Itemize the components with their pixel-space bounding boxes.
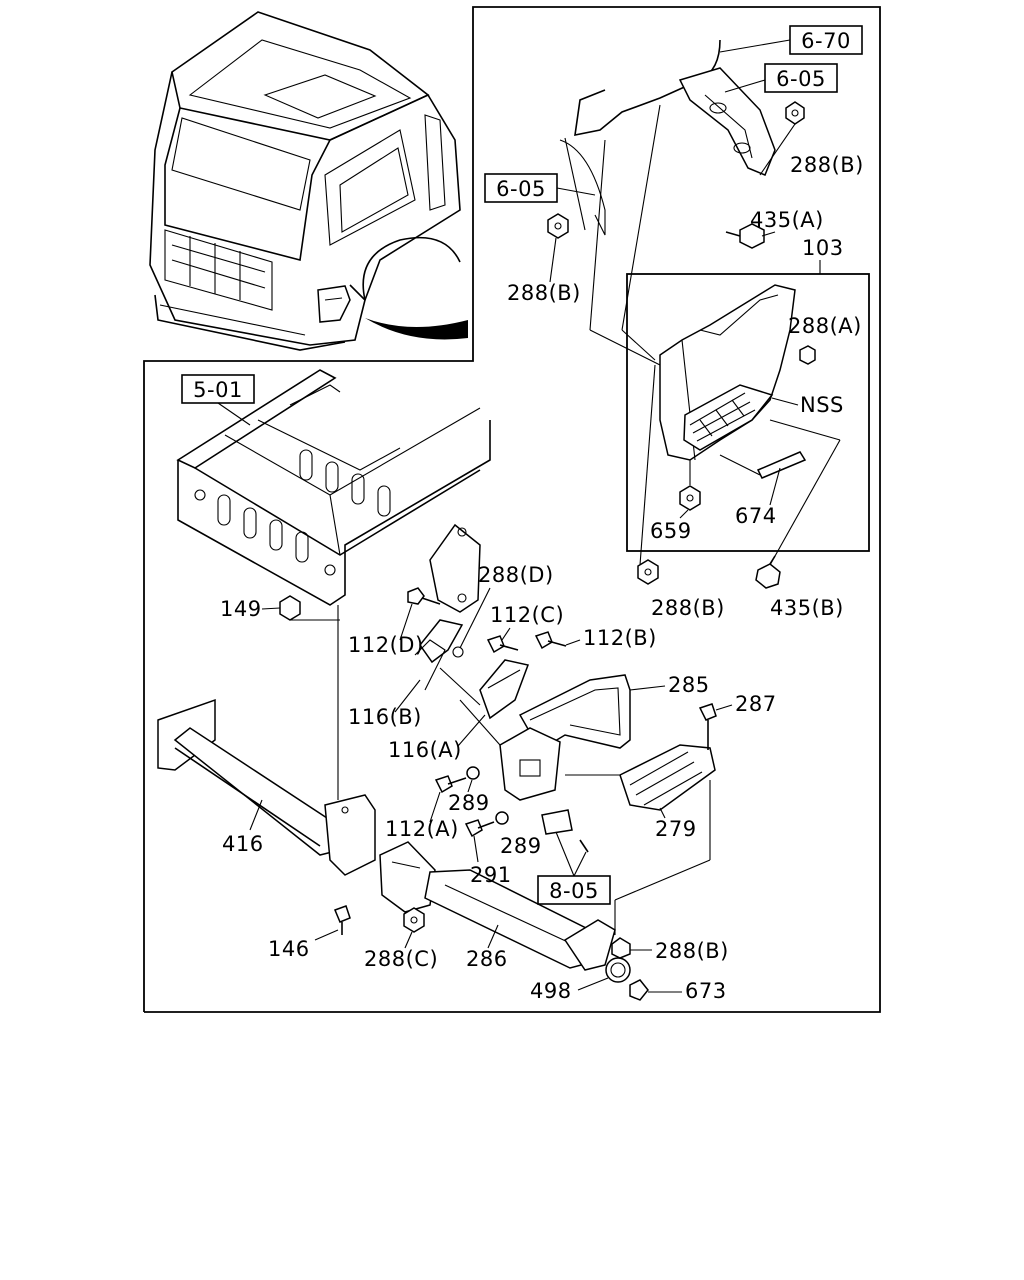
label-288c: 288(C): [364, 947, 438, 971]
label-112d: 112(D): [348, 633, 424, 657]
reference-box-6-05-left[interactable]: 6-05: [484, 173, 558, 203]
reference-box-6-70[interactable]: 6-70: [789, 25, 863, 55]
label-112b: 112(B): [583, 626, 657, 650]
ref-8-05-text: 8-05: [549, 879, 599, 903]
label-288a: 288(A): [788, 314, 862, 338]
part-labels: 288(B) 288(B) 435(A) 103 288(A) NSS 674 …: [220, 153, 864, 1003]
label-286: 286: [466, 947, 508, 971]
label-nss: NSS: [800, 393, 844, 417]
label-659: 659: [650, 519, 692, 543]
label-288b-left: 288(B): [507, 281, 581, 305]
label-288b-bottom: 288(B): [655, 939, 729, 963]
reference-box-5-01[interactable]: 5-01: [181, 374, 255, 404]
label-288b-mid: 288(B): [651, 596, 725, 620]
lower-step-assembly: [157, 587, 717, 1001]
label-288b-top: 288(B): [790, 153, 864, 177]
label-116b: 116(B): [348, 705, 422, 729]
reference-box-6-05-top[interactable]: 6-05: [764, 63, 838, 93]
label-103: 103: [802, 236, 844, 260]
ref-6-70-text: 6-70: [801, 29, 851, 53]
label-674: 674: [735, 504, 777, 528]
label-435b: 435(B): [770, 596, 844, 620]
truck-cab-illustration: [149, 11, 468, 351]
fender-bracket-assembly: [547, 39, 841, 589]
diagram-frames: [143, 6, 881, 1013]
label-112c: 112(C): [490, 603, 564, 627]
ref-6-05-left-text: 6-05: [496, 177, 546, 201]
label-287: 287: [735, 692, 777, 716]
label-498: 498: [530, 979, 572, 1003]
label-112a: 112(A): [385, 817, 459, 841]
label-279: 279: [655, 817, 697, 841]
ref-5-01-text: 5-01: [193, 378, 243, 402]
label-149: 149: [220, 597, 262, 621]
label-673: 673: [685, 979, 727, 1003]
label-285: 285: [668, 673, 710, 697]
chassis-frame: [176, 369, 491, 613]
label-289-top: 289: [448, 791, 490, 815]
reference-box-8-05[interactable]: 8-05: [537, 875, 611, 905]
label-146: 146: [268, 937, 310, 961]
ref-6-05-top-text: 6-05: [776, 67, 826, 91]
label-288d: 288(D): [478, 563, 554, 587]
label-291: 291: [470, 863, 512, 887]
label-116a: 116(A): [388, 738, 462, 762]
label-416: 416: [222, 832, 264, 856]
label-435a: 435(A): [750, 208, 824, 232]
label-289-bottom: 289: [500, 834, 542, 858]
